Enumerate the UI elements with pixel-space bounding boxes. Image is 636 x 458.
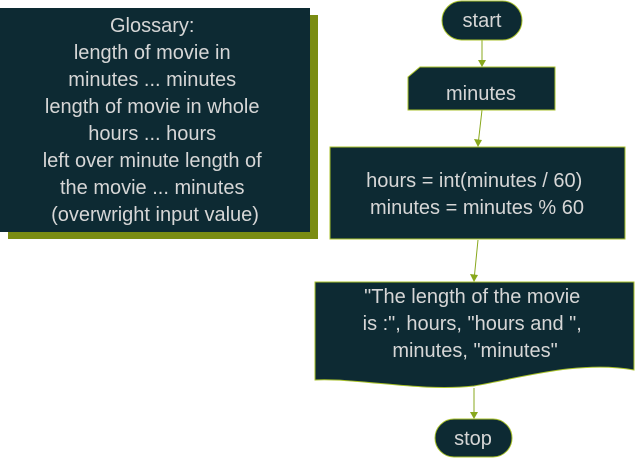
glossary-line: length of movie in whole: [45, 96, 260, 118]
connectors: [470, 40, 486, 419]
input-label: minutes: [446, 83, 516, 105]
process-box: [329, 146, 626, 240]
arrowhead: [470, 274, 478, 282]
start-terminator: [441, 0, 523, 41]
svg-text:"The length of the movie: "The length of the movie is :", hours, "…: [363, 286, 588, 362]
output-line: minutes, "minutes": [392, 340, 557, 362]
stop-label: stop: [454, 428, 492, 450]
process-line: hours = int(minutes / 60): [366, 170, 582, 192]
output-shape: [314, 281, 635, 388]
arrowhead: [478, 60, 486, 67]
start-label: start: [463, 10, 502, 32]
glossary-line: minutes ... minutes: [68, 69, 236, 91]
glossary-line: the movie ... minutes: [60, 177, 245, 199]
glossary-line: left over minute length of: [43, 150, 262, 172]
output-node: "The length of the movie is :", hours, "…: [314, 281, 635, 388]
process-node: hours = int(minutes / 60) minutes = minu…: [329, 146, 626, 240]
svg-text:hours = int(minutes / 60): hours = int(minutes / 60) minutes = minu…: [366, 170, 588, 219]
glossary-box: [0, 8, 310, 232]
glossary-title: Glossary:: [110, 15, 194, 37]
process-line: minutes = minutes % 60: [370, 197, 584, 219]
glossary-note: Glossary: length of movie in minutes ...…: [0, 8, 318, 239]
glossary-line: (overwright input value): [51, 204, 259, 226]
glossary-line: length of movie in: [74, 42, 231, 64]
connector-input-process: [477, 109, 483, 146]
arrowhead: [474, 139, 482, 147]
stop-terminator: [434, 418, 513, 458]
output-line: "The length of the movie: [364, 286, 580, 308]
input-node: minutes: [407, 66, 556, 111]
svg-text:Glossary: length of movi: Glossary: length of movie in minutes ...…: [43, 15, 268, 226]
input-shape: [407, 66, 556, 111]
connector-process-output: [473, 239, 479, 281]
start-node: start: [441, 0, 523, 41]
glossary-line: hours ... hours: [88, 123, 216, 145]
stop-node: stop: [434, 418, 513, 458]
arrowhead: [470, 412, 478, 419]
output-line: is :", hours, "hours and ",: [363, 313, 582, 335]
